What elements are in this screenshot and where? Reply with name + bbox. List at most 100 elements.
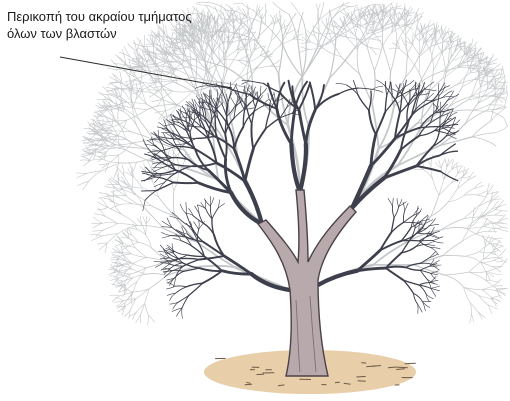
branch-segment (438, 82, 446, 93)
branch-segment (430, 35, 435, 51)
branch-segment (220, 11, 235, 29)
branch-segment (485, 272, 491, 281)
branch-segment (444, 38, 450, 51)
branch-segment (98, 151, 107, 153)
branch-segment (169, 263, 184, 267)
branch-segment (104, 216, 118, 224)
branch-segment (110, 255, 120, 259)
branch-segment (497, 221, 508, 225)
branch-segment (373, 13, 376, 24)
branch-segment (457, 53, 465, 68)
branch-segment (364, 19, 373, 32)
branch-segment (497, 227, 508, 229)
branch-segment (483, 226, 498, 229)
branch-segment (226, 105, 236, 118)
branch-segment (122, 189, 136, 196)
branch-segment (449, 41, 455, 50)
branch-segment (211, 218, 215, 236)
branch-segment (469, 38, 474, 51)
branch-segment (357, 39, 370, 48)
branch-segment (205, 59, 224, 71)
branch-segment (124, 78, 137, 83)
branch-segment (97, 121, 110, 127)
branch-segment (125, 101, 147, 105)
branch-segment (161, 235, 172, 239)
branch-segment (450, 35, 459, 44)
soil-mark (356, 375, 366, 378)
branch-segment (444, 45, 457, 51)
branch-segment (416, 27, 424, 38)
branch-segment (301, 36, 311, 43)
branch-segment (371, 85, 384, 90)
branch-segment (486, 191, 499, 195)
branch-segment (297, 141, 309, 195)
branch-segment (170, 37, 181, 40)
branch-segment (343, 15, 347, 25)
branch-segment (477, 85, 481, 104)
branch-segment (193, 221, 200, 230)
branch-segment (187, 17, 195, 27)
branch-segment (142, 187, 159, 198)
branch-segment (477, 199, 492, 207)
branch-segment (430, 194, 440, 217)
branch-segment (160, 61, 172, 66)
branch-segment (390, 216, 395, 234)
branch-segment (169, 17, 181, 24)
branch-segment (103, 99, 108, 110)
branch-segment (434, 31, 437, 46)
branch-segment (125, 291, 133, 303)
branch-segment (117, 178, 127, 186)
branch-segment (464, 188, 475, 196)
branch-segment (186, 113, 195, 127)
branch-segment (127, 168, 135, 178)
branch-segment (175, 143, 186, 146)
branch-segment (481, 203, 490, 217)
soil-mark (334, 381, 340, 384)
branch-segment (477, 311, 486, 318)
branch-segment (463, 287, 480, 296)
branch-segment (210, 38, 213, 59)
branch-segment (471, 313, 475, 322)
branch-segment (312, 30, 322, 35)
branch-segment (116, 264, 125, 267)
branch-segment (418, 122, 431, 137)
branch-segment (391, 205, 395, 218)
branch-segment (382, 148, 403, 180)
branch-segment (480, 75, 486, 88)
branch-segment (108, 154, 119, 164)
branch-segment (238, 60, 250, 67)
branch-segment (146, 159, 152, 170)
branch-segment (374, 46, 383, 71)
branch-segment (496, 288, 502, 299)
branch-segment (430, 154, 434, 166)
branch-segment (103, 223, 118, 231)
soil-mark (277, 384, 285, 387)
branch-segment (445, 55, 452, 73)
branch-segment (248, 32, 252, 54)
branch-segment (320, 19, 332, 48)
branch-segment (469, 218, 479, 228)
branch-segment (256, 40, 280, 75)
branch-segment (442, 255, 466, 257)
branch-segment (195, 135, 215, 140)
branch-segment (418, 129, 436, 137)
branch-segment (435, 108, 453, 113)
branch-segment (427, 97, 443, 104)
branch-segment (109, 277, 120, 281)
branch-segment (357, 93, 370, 111)
branch-segment (188, 48, 204, 61)
branch-segment (194, 148, 210, 172)
branch-segment (441, 24, 443, 35)
branch-segment (457, 170, 467, 174)
branch-segment (252, 127, 267, 150)
branch-segment (482, 65, 486, 75)
branch-segment (150, 204, 175, 217)
branch-segment (170, 65, 178, 84)
branch-segment (176, 24, 190, 27)
branch-segment (108, 99, 125, 107)
branch-segment (112, 248, 121, 253)
branch-segment (164, 249, 175, 254)
branch-segment (139, 83, 147, 105)
branch-segment (175, 233, 182, 242)
branch-segment (128, 236, 136, 248)
